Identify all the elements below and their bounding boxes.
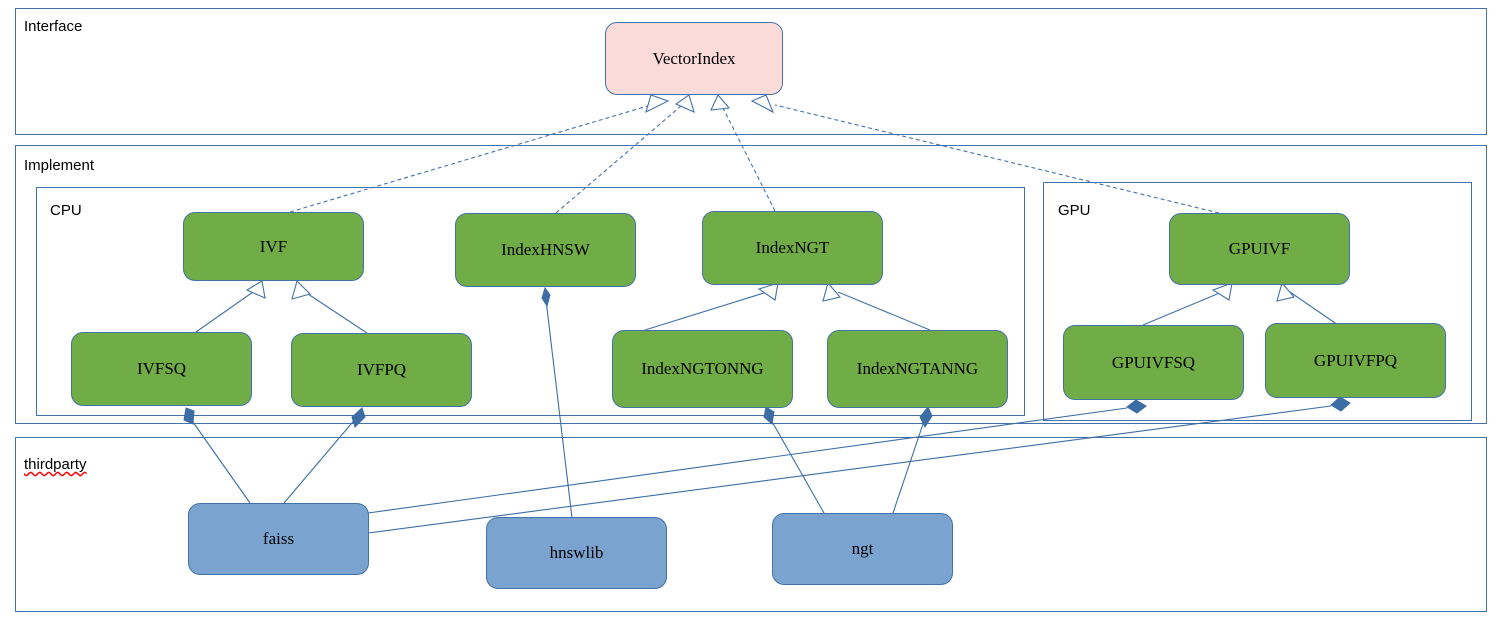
node-indexngtonng[interactable]: IndexNGTONNG [612,330,793,408]
group-implement-label: Implement [24,157,95,174]
node-vectorindex[interactable]: VectorIndex [605,22,783,95]
node-faiss[interactable]: faiss [188,503,369,575]
node-gpuivfpq[interactable]: GPUIVFPQ [1265,323,1446,398]
node-ngt[interactable]: ngt [772,513,953,585]
node-indexngt[interactable]: IndexNGT [702,211,883,285]
node-indexngtanng[interactable]: IndexNGTANNG [827,330,1008,408]
node-gpuivfsq[interactable]: GPUIVFSQ [1063,325,1244,400]
node-ivfpq[interactable]: IVFPQ [291,333,472,407]
group-gpu-label: GPU [1058,202,1091,219]
node-gpuivf[interactable]: GPUIVF [1169,213,1350,285]
group-interface-label: Interface [24,18,83,35]
group-thirdparty-label: thirdparty [24,456,87,473]
node-indexhnsw[interactable]: IndexHNSW [455,213,636,287]
node-ivfsq[interactable]: IVFSQ [71,332,252,406]
group-cpu-label: CPU [50,202,82,219]
node-ivf[interactable]: IVF [183,212,364,281]
node-hnswlib[interactable]: hnswlib [486,517,667,589]
